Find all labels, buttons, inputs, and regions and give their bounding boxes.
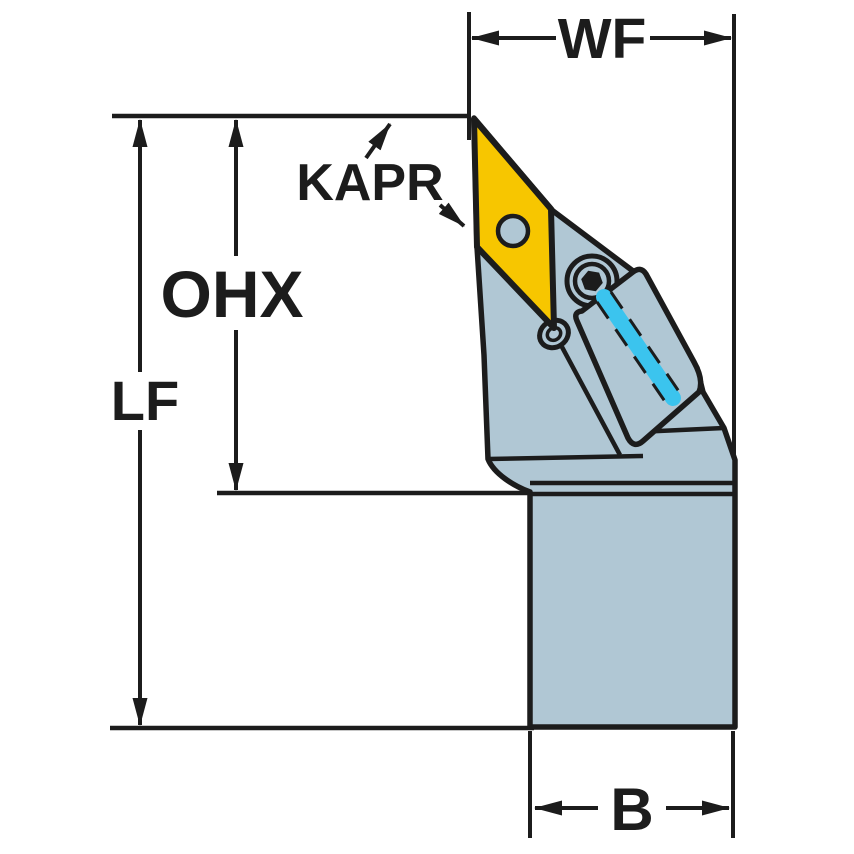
- coolant-duct-hidden-edge-right: [609, 291, 682, 394]
- coolant-channel: [595, 289, 682, 406]
- dimension-labels: WF KAPR OHX LF B: [111, 7, 654, 843]
- dim-label-kapr: KAPR: [296, 154, 443, 212]
- coolant-duct-hidden-edge-left: [595, 301, 668, 404]
- insert-seat-edge: [560, 345, 622, 457]
- head-bottom-edge: [487, 453, 644, 462]
- tool-body: [471, 115, 738, 730]
- dim-label-wf: WF: [558, 7, 647, 71]
- dimension-lines: [132, 30, 732, 816]
- dim-label-lf: LF: [111, 369, 179, 432]
- kapr-leader-arrow-bottom: [438, 202, 466, 228]
- screw-hex-socket: [581, 270, 603, 292]
- insert-hole: [495, 213, 531, 249]
- cutting-insert: [471, 116, 557, 331]
- kapr-leader-arrow-top: [364, 122, 392, 160]
- pin-inner-ring: [545, 325, 563, 343]
- dim-label-b: B: [610, 776, 653, 843]
- dim-label-ohx: OHX: [160, 257, 303, 331]
- extension-lines: [110, 12, 736, 838]
- coolant-duct: [596, 289, 681, 406]
